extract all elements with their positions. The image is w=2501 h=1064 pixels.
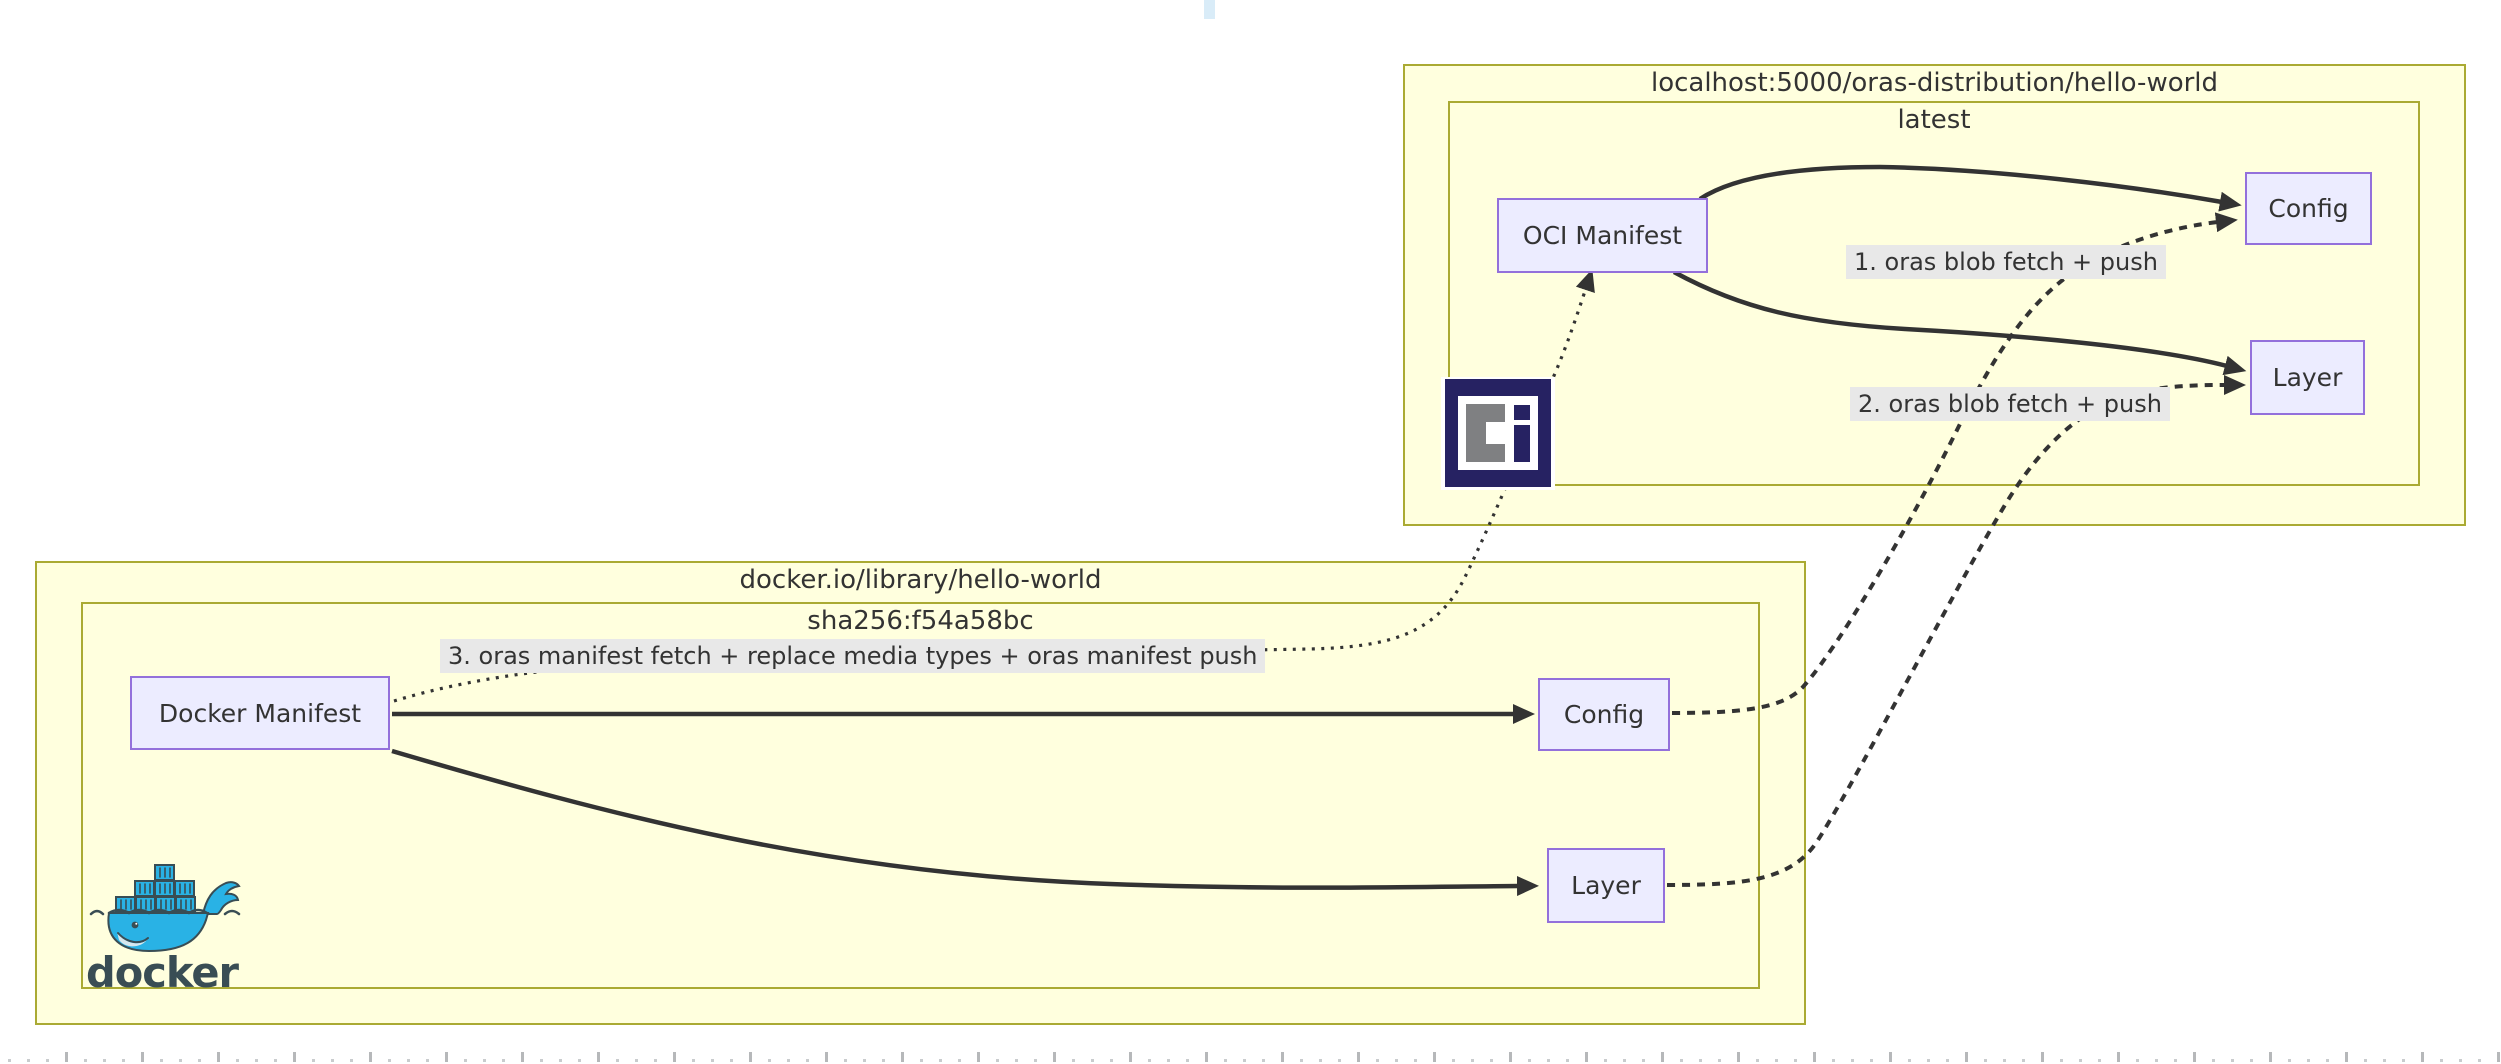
edge-docker-manifest-to-layer (391, 748, 1539, 897)
oci-manifest-node: OCI Manifest (1497, 198, 1708, 273)
oci-logo-icon (1441, 377, 1555, 490)
edge-label-step2: 2. oras blob fetch + push (1850, 387, 2170, 421)
edge-oci-manifest-to-layer (1672, 270, 2247, 376)
docker-manifest-node: Docker Manifest (130, 676, 390, 750)
docker-registry-title: docker.io/library/hello-world (739, 565, 1102, 595)
docker-layer-node: Layer (1547, 848, 1665, 923)
cutoff-tick-strip (0, 1050, 2501, 1064)
stray-caret (1204, 0, 1215, 19)
edge-config-blob-push (1671, 212, 2238, 715)
oras-config-node: Config (2245, 172, 2372, 245)
edge-label-step3: 3. oras manifest fetch + replace media t… (440, 639, 1266, 673)
edge-label-step1: 1. oras blob fetch + push (1846, 245, 2166, 279)
oras-tag-box (1448, 101, 2420, 486)
edge-layer-blob-push (1666, 375, 2246, 887)
oras-layer-node: Layer (2250, 340, 2365, 415)
docker-whale-logo-icon: docker (86, 864, 241, 992)
docker-wordmark: docker (86, 948, 239, 992)
docker-digest-title: sha256:f54a58bc (807, 606, 1034, 636)
docker-config-node: Config (1538, 678, 1670, 751)
oras-registry-title: localhost:5000/oras-distribution/hello-w… (1650, 68, 2219, 98)
oras-tag-title: latest (1897, 105, 1971, 135)
edge-oci-manifest-to-config (1698, 164, 2242, 212)
